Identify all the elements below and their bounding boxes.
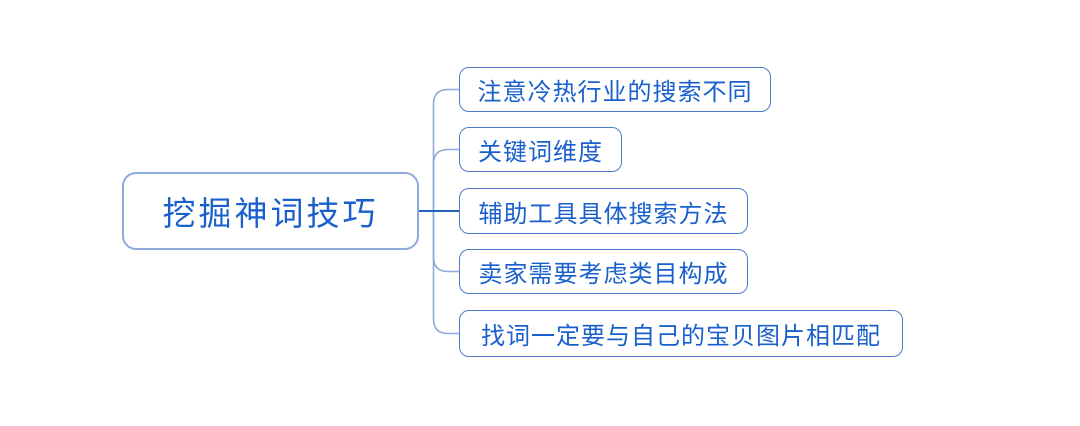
child-node-2[interactable]: 关键词维度 <box>459 127 622 172</box>
connector-branch-5 <box>432 210 460 335</box>
child-node-label: 注意冷热行业的搜索不同 <box>477 80 753 106</box>
connector-branch-1 <box>432 88 460 212</box>
child-node-label: 找词一定要与自己的宝贝图片相匹配 <box>481 324 881 350</box>
connector-branch-2 <box>432 148 460 212</box>
root-node-label: 挖掘神词技巧 <box>162 197 379 233</box>
child-node-3[interactable]: 辅助工具具体搜索方法 <box>459 188 748 234</box>
child-node-4[interactable]: 卖家需要考虑类目构成 <box>459 249 748 294</box>
child-node-label: 关键词维度 <box>478 140 603 166</box>
root-node[interactable]: 挖掘神词技巧 <box>122 172 419 250</box>
child-node-label: 卖家需要考虑类目构成 <box>478 262 729 288</box>
child-node-1[interactable]: 注意冷热行业的搜索不同 <box>459 67 771 112</box>
connector-branch-4 <box>432 210 460 273</box>
child-node-label: 辅助工具具体搜索方法 <box>478 201 729 228</box>
child-node-5[interactable]: 找词一定要与自己的宝贝图片相匹配 <box>459 310 903 357</box>
